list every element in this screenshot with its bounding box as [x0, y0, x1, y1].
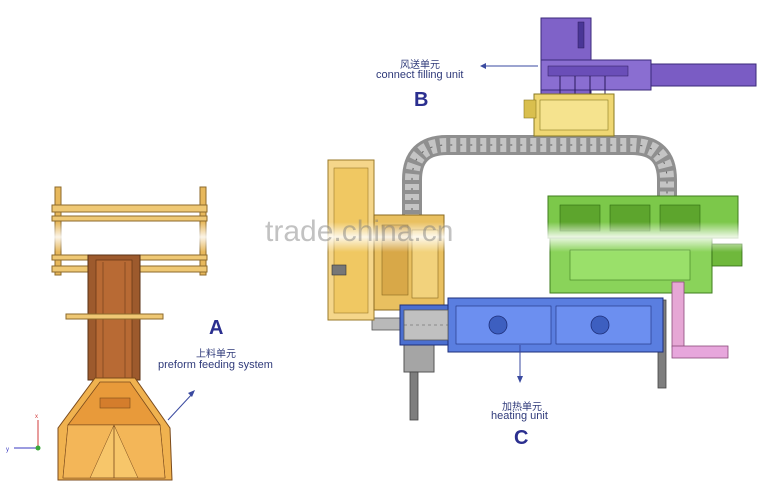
arrowhead-b	[480, 63, 486, 69]
label-a-en: preform feeding system	[158, 359, 273, 371]
arrowhead-a	[188, 390, 195, 397]
axis-x-label: x	[35, 414, 38, 420]
heating-unit	[399, 297, 664, 353]
watermark-band	[45, 222, 745, 252]
axis-y-label: y	[6, 447, 9, 453]
label-b-en: connect filling unit	[376, 69, 464, 81]
axis-triad	[14, 420, 41, 451]
label-a-cn: 上料单元	[196, 349, 236, 360]
label-b-cn: 风送单元	[400, 60, 440, 71]
arrowhead-c	[517, 376, 523, 383]
label-b-letter: B	[414, 89, 429, 111]
arrow-a	[167, 392, 194, 421]
preform-feeding-unit	[51, 186, 208, 481]
label-c-cn: 加热单元	[502, 402, 542, 413]
label-a-letter: A	[209, 317, 224, 339]
watermark-text: trade.china.cn	[265, 215, 454, 248]
label-c-letter: C	[514, 427, 529, 449]
connect-filling-unit	[523, 17, 757, 137]
label-c-en: heating unit	[491, 410, 548, 422]
